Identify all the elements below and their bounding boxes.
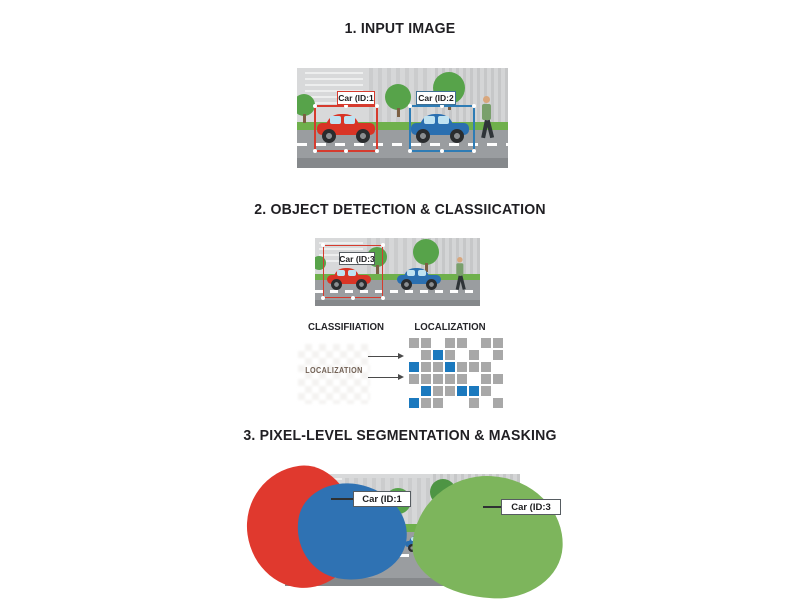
car3-id-tag: Car (ID:3 [339,252,375,265]
grid-cell [445,338,455,348]
grid-cell [433,362,443,372]
tree-icon [413,239,439,272]
grid-cell [433,350,443,360]
step2-title: 2. OBJECT DETECTION & CLASSIICATION [254,201,546,218]
grid-cell [481,386,491,396]
grid-cell [481,350,491,360]
bounding-box-car3 [321,243,385,300]
classification-label: CLASSIFIIATION [307,321,385,333]
grid-cell [457,386,467,396]
grid-cell [445,398,455,408]
grid-cell [409,362,419,372]
grid-cell [469,398,479,408]
step3-title: 3. PIXEL-LEVEL SEGMENTATION & MASKING [243,427,557,444]
grid-cell [433,398,443,408]
bounding-box-car2 [408,104,476,153]
grid-cell [493,374,503,384]
grid-cell [433,338,443,348]
grid-cell [481,338,491,348]
grid-cell [445,374,455,384]
car2-id-tag: Car (ID:2 [416,91,456,105]
faint-caption: LOCALIZATION [305,366,363,375]
grid-cell [481,374,491,384]
grid-cell [421,374,431,384]
grid-cell [481,362,491,372]
red-car-graphic [317,114,375,143]
grid-cell [421,350,431,360]
grid-cell [457,350,467,360]
grid-cell [469,362,479,372]
grid-cell [457,374,467,384]
leader-line [483,506,503,508]
tree-icon [297,94,315,124]
grid-cell [445,350,455,360]
curb-strip [285,578,520,586]
mask1-id-tag: Car (ID:1 [353,491,411,507]
input-image-panel: Car (ID:1 Car (ID:2 [297,68,508,168]
grid-cell [457,398,467,408]
grid-cell [409,386,419,396]
grid-cell [409,338,419,348]
grid-cell [409,350,419,360]
bounding-box-car1 [313,104,379,153]
grid-cell [433,374,443,384]
faded-input-thumbnail [298,344,370,404]
arrow-right-icon [368,352,404,359]
grid-cell [469,374,479,384]
car1-id-tag: Car (ID:1 [337,91,375,105]
grid-cell [421,338,431,348]
grid-cell [493,386,503,396]
grid-cell [469,338,479,348]
tree-icon [315,256,326,270]
lane-dashes [297,143,508,146]
lane-dashes [315,290,480,293]
tree-icon [385,84,411,117]
pedestrian-icon [479,96,494,139]
grid-cell [493,362,503,372]
grid-cell [493,338,503,348]
grid-cell [421,398,431,408]
grid-cell [421,386,431,396]
grid-cell [493,350,503,360]
grid-cell [457,362,467,372]
lane-dashes [285,554,520,557]
curb-strip [297,158,508,168]
grid-cell [493,398,503,408]
grid-cell [433,386,443,396]
mask3-id-tag: Car (ID:3 [501,499,561,515]
grid-cell [481,398,491,408]
grass-strip [297,122,508,132]
grid-cell [409,374,419,384]
segmentation-panel: Car (ID:1 Car (ID:3 [239,458,567,600]
detection-panel: Car (ID:3 [315,238,480,306]
grid-cell [445,362,455,372]
arrow-right-icon [368,373,404,380]
red-car-graphic [327,268,371,290]
grid-cell [469,386,479,396]
pedestrian-icon [454,257,466,290]
step1-title: 1. INPUT IMAGE [344,20,456,37]
leader-line [331,498,355,500]
curb-strip [315,300,480,306]
grid-cell [457,338,467,348]
grid-cell [445,386,455,396]
localization-label: LOCALIZATION [414,321,486,333]
localization-grid [409,338,503,408]
blue-car-graphic [411,114,469,143]
grid-cell [469,350,479,360]
grid-cell [409,398,419,408]
blue-car-graphic [397,268,441,290]
grid-cell [421,362,431,372]
